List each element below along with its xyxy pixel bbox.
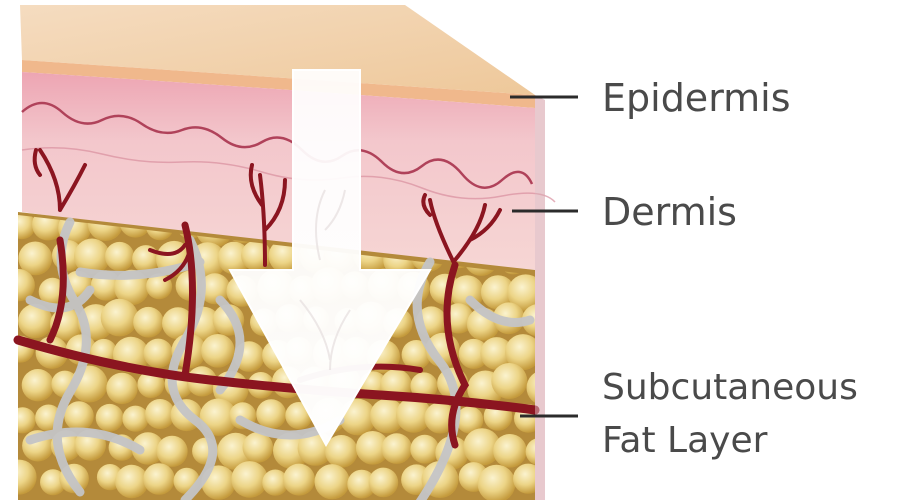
- fat-cell: [201, 334, 235, 368]
- fat-cell: [10, 407, 36, 433]
- fat-cell: [133, 307, 164, 338]
- fat-cell: [96, 404, 124, 432]
- fat-cell: [144, 339, 173, 368]
- fat-cell: [143, 463, 175, 495]
- fat-cell: [283, 464, 315, 496]
- fat-cell: [231, 461, 268, 498]
- fat-cell: [105, 242, 134, 271]
- fat-cell: [157, 436, 188, 467]
- fat-cell: [410, 435, 439, 464]
- block-right-side: [535, 95, 545, 500]
- fat-cell: [493, 434, 527, 468]
- fat-cell: [256, 399, 286, 429]
- subcutaneous-label-line1: Subcutaneous: [602, 364, 858, 412]
- subcutaneous-label-line2: Fat Layer: [602, 417, 767, 465]
- fat-cell: [22, 369, 54, 401]
- fat-cell: [381, 433, 412, 464]
- fat-cell: [64, 401, 94, 431]
- fat-cell: [491, 363, 527, 399]
- fat-cell: [106, 373, 137, 404]
- fat-cell: [145, 399, 175, 429]
- epidermis-label: Epidermis: [602, 74, 791, 122]
- fat-cell: [315, 464, 350, 499]
- fat-cell: [2, 460, 37, 495]
- dermis-label: Dermis: [602, 188, 737, 236]
- fat-cell: [369, 468, 399, 498]
- fat-cell: [101, 299, 139, 337]
- fat-cell: [122, 406, 148, 432]
